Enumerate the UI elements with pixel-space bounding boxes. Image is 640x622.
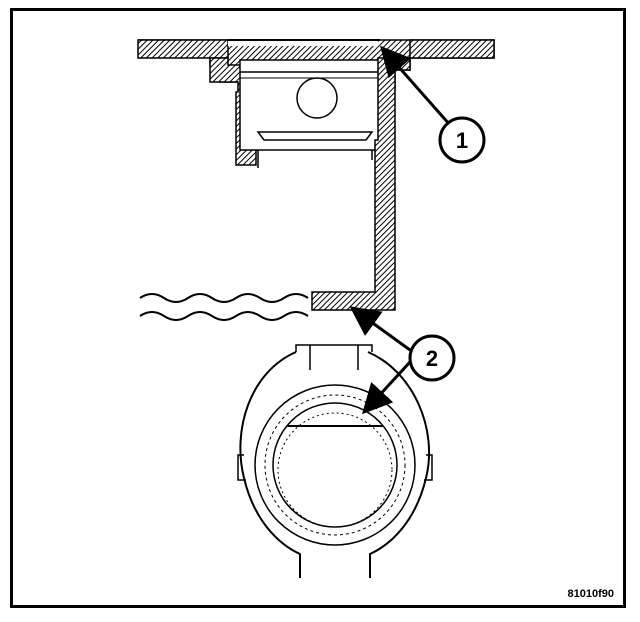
callout-2-number: 2 (426, 346, 438, 371)
figure-id-label: 81010f90 (567, 588, 615, 600)
callout-2: 2 (408, 334, 456, 382)
callout-2-leader-b (361, 360, 412, 415)
callout-leaders (349, 45, 452, 415)
callout-1: 1 (438, 116, 486, 164)
pump-body (239, 59, 383, 168)
liquid-surface-lines (139, 293, 309, 321)
round-housing (237, 344, 433, 578)
callout-1-number: 1 (456, 128, 468, 153)
callout-2-leader-a (349, 306, 411, 352)
callout-1-leader (380, 45, 452, 126)
